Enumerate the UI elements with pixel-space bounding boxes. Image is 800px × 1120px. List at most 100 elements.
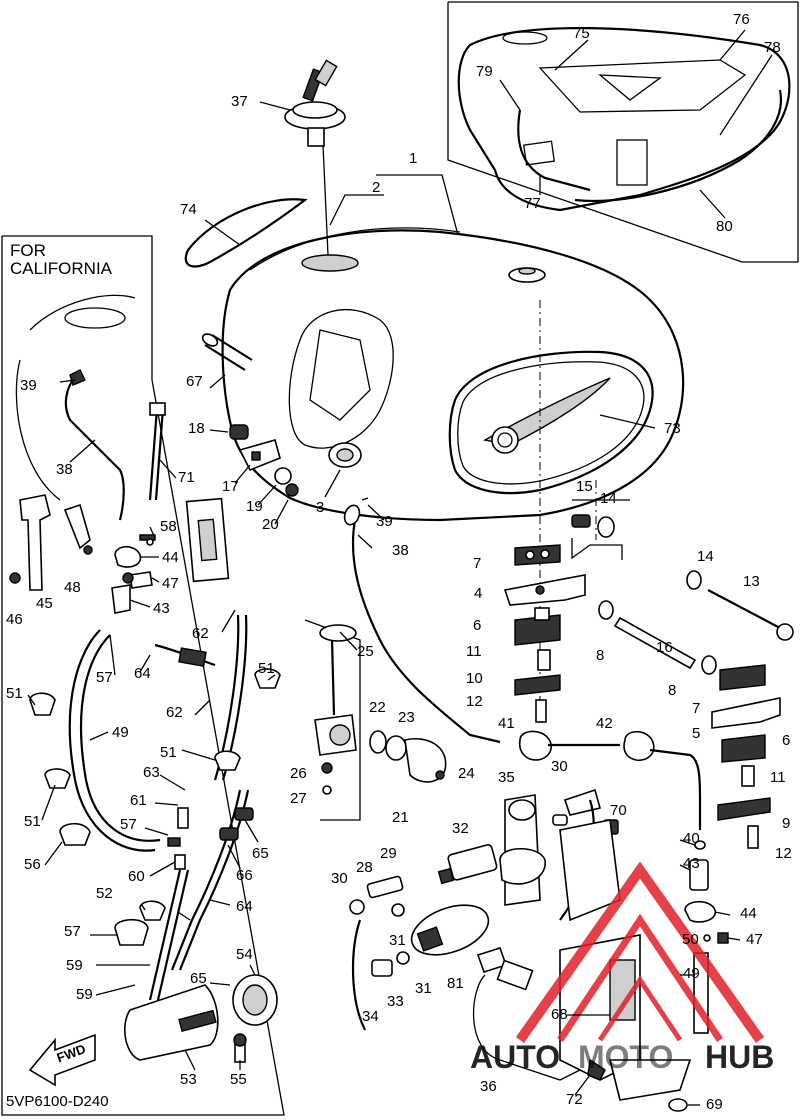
watermark-text-mid: MOTO [578, 1039, 673, 1075]
callout: 19 [246, 498, 263, 515]
callout: 69 [706, 1096, 723, 1113]
callout: 43 [153, 600, 170, 617]
callout: 53 [180, 1071, 197, 1088]
hose-clamps-41-42 [518, 730, 702, 830]
leader-lines [27, 29, 773, 1106]
callout: 1 [409, 150, 417, 167]
callout: 62 [166, 704, 183, 721]
callout: 26 [290, 765, 307, 782]
callout: 42 [596, 715, 613, 732]
callout: 59 [66, 957, 83, 974]
callout: 51 [160, 744, 177, 761]
callout: 43 [683, 855, 700, 872]
callout: 5 [692, 725, 700, 742]
inset-label-line-1: FOR [10, 241, 46, 260]
callout: 3 [316, 499, 324, 516]
callout: 49 [112, 724, 129, 741]
callout: 77 [524, 195, 541, 212]
callout: 57 [64, 923, 81, 940]
callout: 46 [6, 611, 23, 628]
callout: 8 [668, 682, 676, 699]
callout: 80 [716, 218, 733, 235]
callout: 6 [782, 732, 790, 749]
callout: 64 [134, 665, 151, 682]
watermark-logo: AUTO MOTO HUB [470, 861, 774, 1075]
callout: 13 [743, 573, 760, 590]
fuel-hose-38 [351, 519, 501, 744]
callout: 70 [610, 802, 627, 819]
callout: 47 [746, 931, 763, 948]
watermark-text-left: AUTO [470, 1039, 560, 1075]
callout: 54 [236, 946, 253, 963]
callout: 45 [36, 595, 53, 612]
callout: 44 [162, 549, 179, 566]
callout: 75 [573, 25, 590, 42]
callout: 21 [392, 809, 409, 826]
callout: 79 [476, 63, 493, 80]
callout: 62 [192, 625, 209, 642]
california-parts [9, 294, 281, 1087]
callout: 15 [576, 478, 593, 495]
tank-cover-inset [457, 27, 791, 212]
callout: 68 [551, 1006, 568, 1023]
callout: 7 [692, 700, 700, 717]
diagram-code: 5VP6100-D240 [6, 1093, 109, 1110]
callout: 6 [473, 617, 481, 634]
callout: 37 [231, 93, 248, 110]
callout: 31 [389, 932, 406, 949]
callout: 51 [258, 660, 275, 677]
callouts: 1 2 3 4 5 6 6 7 7 8 8 9 10 11 11 12 12 1… [6, 11, 792, 1113]
callout: 23 [398, 709, 415, 726]
callout: 65 [252, 845, 269, 862]
callout: 44 [740, 905, 757, 922]
callout: 8 [596, 647, 604, 664]
callout: 11 [466, 643, 482, 660]
callout: 18 [188, 420, 205, 437]
callout: 48 [64, 579, 81, 596]
callout: 67 [186, 373, 203, 390]
callout: 81 [447, 975, 464, 992]
callout: 57 [96, 669, 113, 686]
callout: 33 [387, 993, 404, 1010]
fuel-cap-37 [284, 59, 346, 147]
callout: 28 [356, 859, 373, 876]
callout: 7 [473, 555, 481, 572]
fuel-pump-area [349, 788, 601, 1081]
callout: 4 [474, 585, 482, 602]
callout: 11 [770, 769, 786, 786]
callout: 58 [160, 518, 177, 535]
callout: 12 [466, 693, 483, 710]
callout: 16 [656, 639, 673, 656]
fuel-cock [304, 619, 447, 821]
callout: 51 [24, 813, 41, 830]
fuel-tank [221, 227, 685, 522]
callout: 61 [130, 792, 147, 809]
callout: 20 [262, 516, 279, 533]
callout: 14 [600, 490, 617, 507]
callout: 10 [466, 670, 483, 687]
callout: 66 [236, 867, 253, 884]
inset-frame-california [1, 235, 285, 1116]
callout: 25 [357, 643, 374, 660]
callout: 57 [120, 816, 137, 833]
callout: 35 [498, 769, 515, 786]
callout: 50 [682, 931, 699, 948]
leader-cap [322, 144, 329, 256]
callout: 59 [76, 986, 93, 1003]
callout: 73 [664, 420, 681, 437]
callout: 47 [162, 575, 179, 592]
callout: 31 [415, 980, 432, 997]
callout: 14 [697, 548, 714, 565]
callout: 65 [190, 970, 207, 987]
callout: 72 [566, 1091, 583, 1108]
tank-mount-parts [229, 424, 362, 497]
callout: 56 [24, 856, 41, 873]
callout: 34 [362, 1008, 379, 1025]
callout: 36 [480, 1078, 497, 1095]
callout: 49 [683, 965, 700, 982]
watermark-text-right: HUB [705, 1039, 774, 1075]
callout: 60 [128, 868, 145, 885]
callout: 63 [143, 764, 160, 781]
callout: 38 [392, 542, 409, 559]
side-cover-73 [184, 198, 308, 268]
